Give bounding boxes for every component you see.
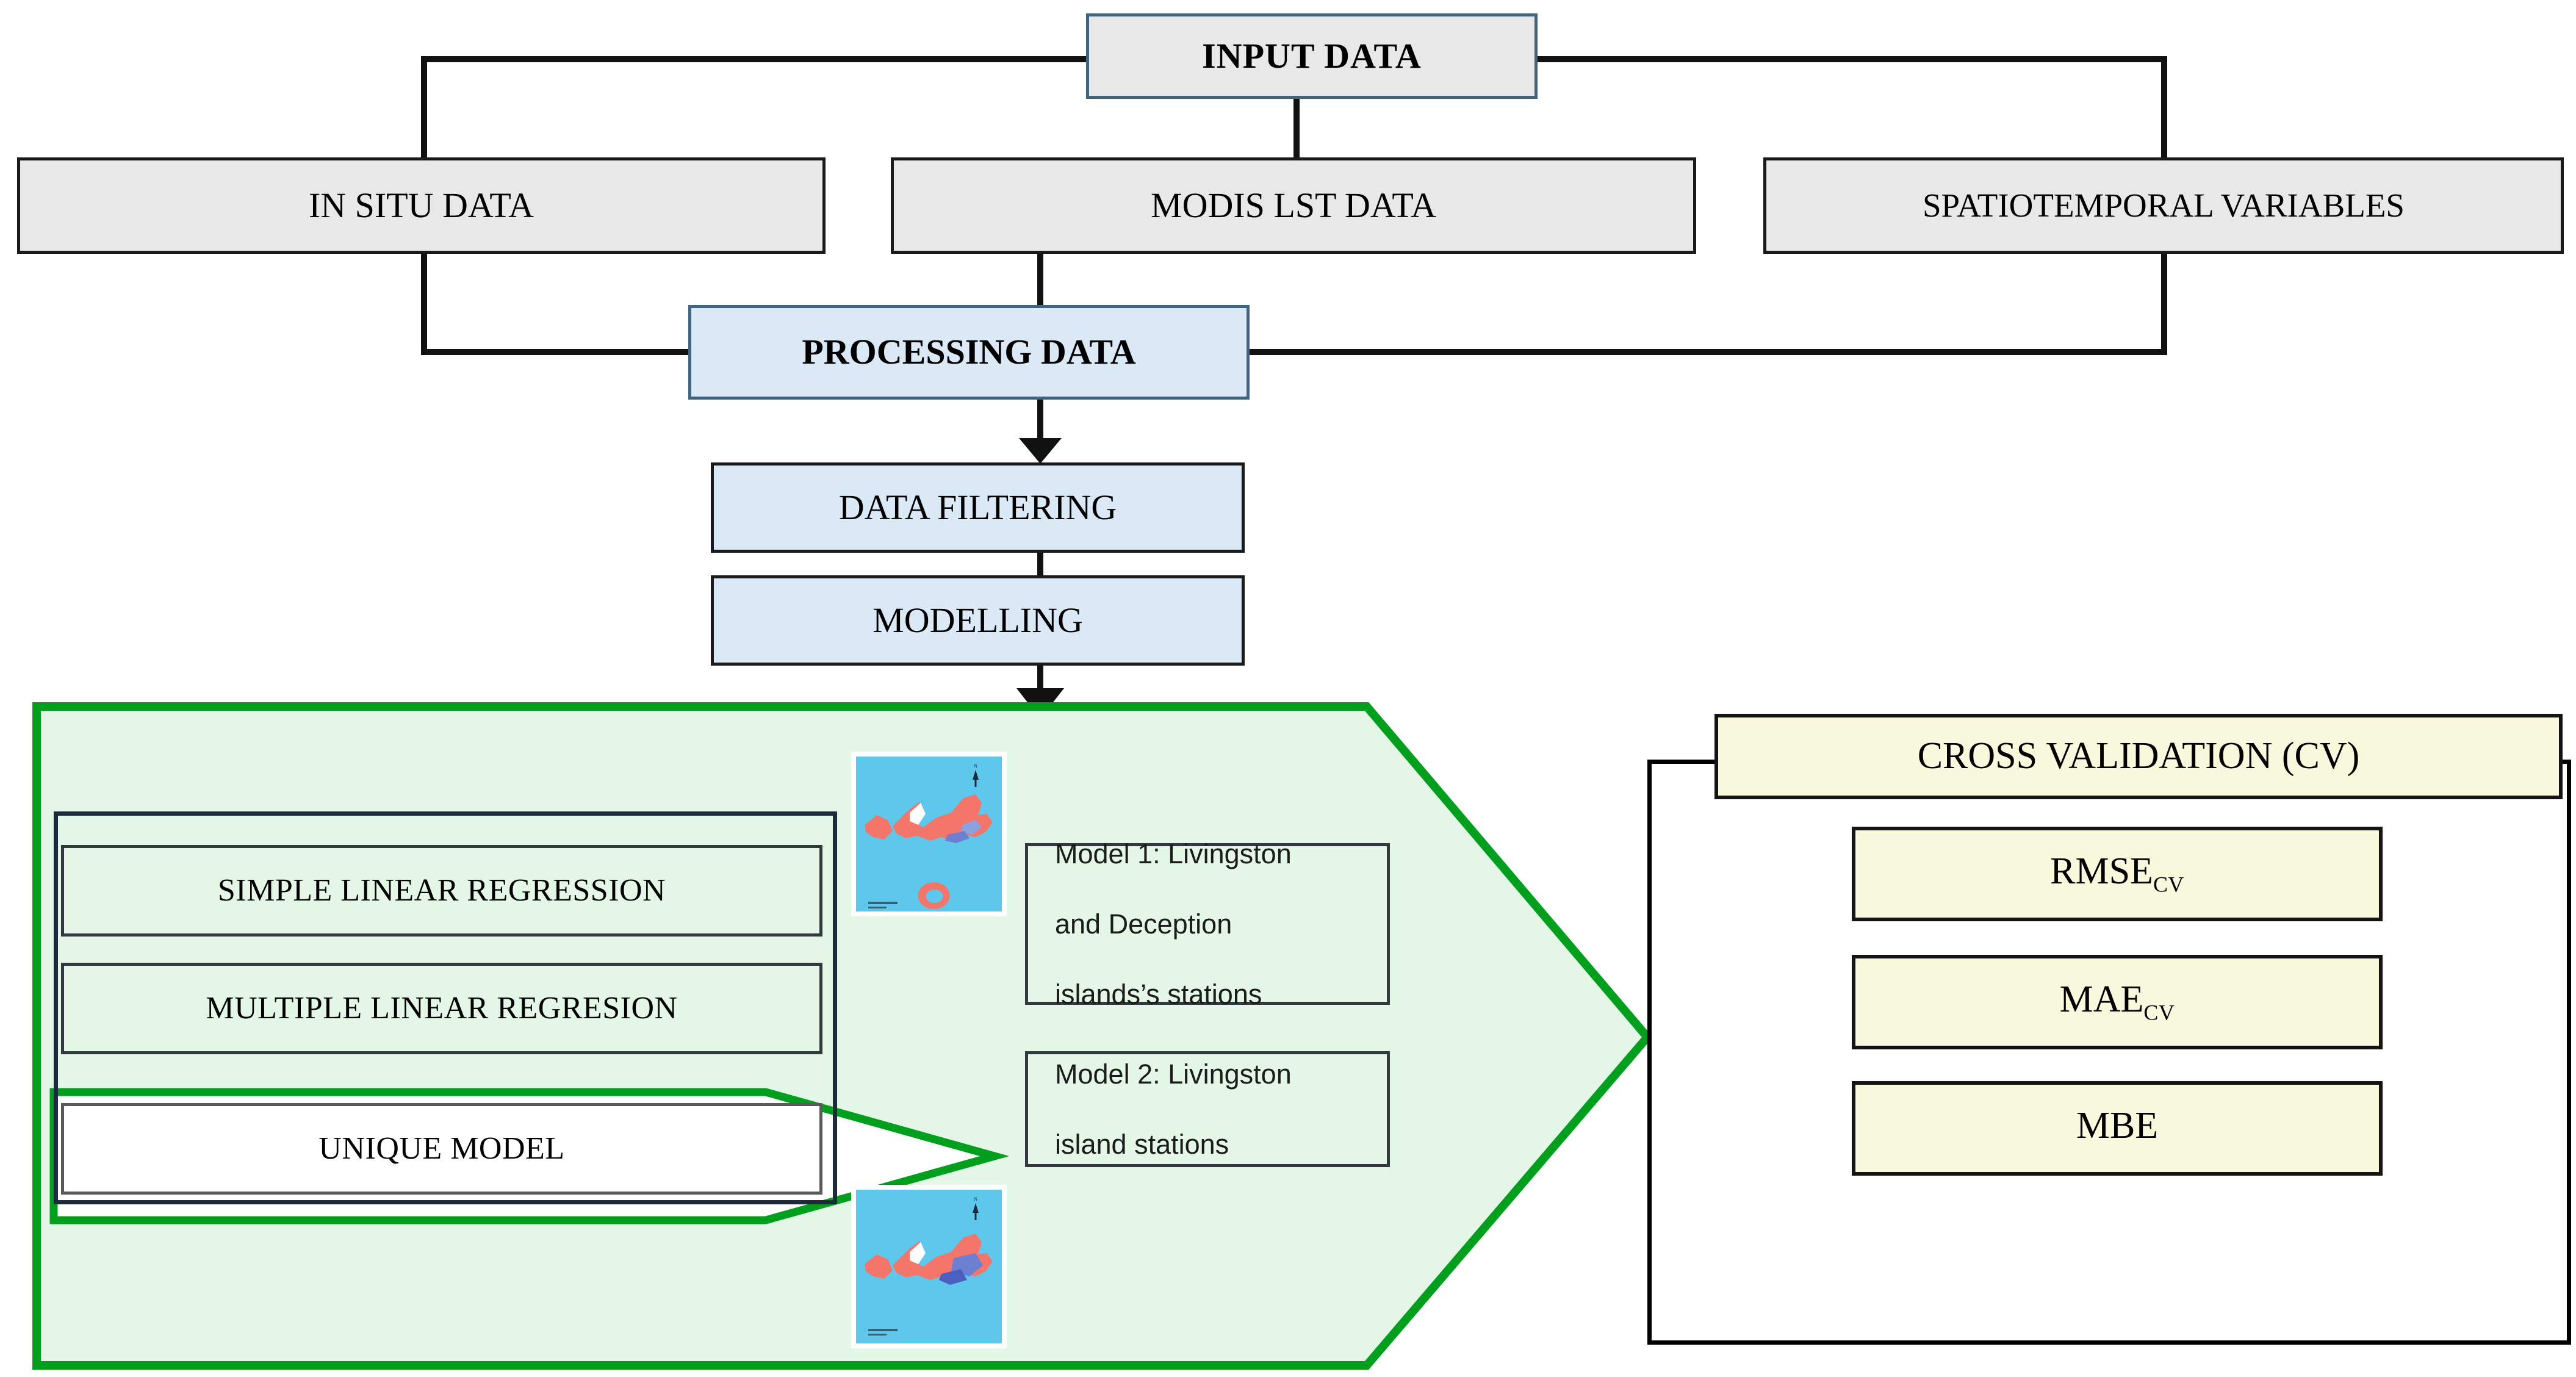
svg-text:N: N — [974, 763, 977, 769]
map-1-cool-zone — [961, 820, 982, 835]
connector-input-right-vertical — [2161, 56, 2167, 159]
model-methods-container — [54, 811, 837, 1204]
data-filtering-label: DATA FILTERING — [838, 487, 1117, 527]
model-1-description-text: Model 1: Livingston and Deception island… — [1055, 838, 1292, 1010]
connector-modelling-to-models — [1037, 665, 1043, 703]
map-2-north-arrow: N — [973, 1196, 979, 1220]
connector-processing-to-filtering — [1037, 400, 1043, 448]
map-1-scale-bar — [868, 902, 898, 908]
modelling-label: MODELLING — [872, 600, 1083, 640]
map-1-north-arrow: N — [973, 763, 979, 787]
model-2-description-box[interactable]: Model 2: Livingston island stations — [1025, 1051, 1390, 1167]
in-situ-data-box[interactable]: IN SITU DATA — [17, 157, 826, 254]
connector-input-right-horizontal — [1525, 56, 2167, 62]
multiple-linear-regresion-label: MULTIPLE LINEAR REGRESION — [206, 990, 678, 1026]
mbe-box[interactable]: MBE — [1852, 1081, 2383, 1176]
in-situ-data-label: IN SITU DATA — [308, 185, 534, 225]
connector-modis-to-processing — [1037, 253, 1043, 344]
multiple-linear-regresion-box[interactable]: MULTIPLE LINEAR REGRESION — [61, 963, 822, 1054]
mae-cv-box[interactable]: MAECV — [1852, 955, 2383, 1049]
unique-model-label: UNIQUE MODEL — [318, 1131, 565, 1166]
map-1-landmass-west — [865, 815, 893, 840]
spatiotemporal-variables-label: SPATIOTEMPORAL VARIABLES — [1922, 187, 2405, 225]
model-2-description-text: Model 2: Livingston island stations — [1055, 1058, 1292, 1160]
connector-input-left-vertical — [421, 56, 427, 159]
cross-validation-header-label: CROSS VALIDATION (CV) — [1917, 735, 2360, 777]
spatiotemporal-variables-box[interactable]: SPATIOTEMPORAL VARIABLES — [1763, 157, 2564, 254]
livingston-island-map: N — [851, 1185, 1007, 1348]
connector-spatiotemporal-down — [2161, 253, 2167, 354]
connector-input-left-horizontal — [421, 56, 1086, 62]
rmse-cv-label: RMSECV — [2050, 850, 2184, 897]
processing-data-box[interactable]: PROCESSING DATA — [688, 305, 1250, 400]
modis-lst-data-box[interactable]: MODIS LST DATA — [891, 157, 1696, 254]
arrowhead-filtering — [1019, 438, 1062, 464]
livingston-and-deception-islands-map: N — [851, 752, 1007, 916]
map-1-svg: N — [856, 757, 1002, 911]
mbe-label: MBE — [2076, 1104, 2159, 1146]
simple-linear-regression-label: SIMPLE LINEAR REGRESSION — [217, 872, 666, 908]
connector-filtering-to-modelling — [1037, 552, 1043, 577]
map-1-cool-zone-2 — [945, 831, 970, 843]
rmse-cv-box[interactable]: RMSECV — [1852, 827, 2383, 921]
map-2-svg: N — [856, 1190, 1002, 1343]
svg-text:N: N — [974, 1196, 977, 1202]
input-data-label: INPUT DATA — [1202, 35, 1422, 76]
mae-cv-label: MAECV — [2059, 978, 2175, 1025]
simple-linear-regression-box[interactable]: SIMPLE LINEAR REGRESSION — [61, 845, 822, 937]
modelling-box[interactable]: MODELLING — [711, 575, 1245, 666]
connector-insitu-down — [421, 253, 427, 354]
connector-input-to-modis — [1293, 98, 1300, 159]
map-2-landmass-west — [865, 1254, 893, 1279]
map-2-cool-zone-2 — [939, 1269, 967, 1285]
map-1-snow-patch — [910, 803, 926, 825]
map-1-deception-island-ring — [918, 882, 950, 909]
map-2-scale-bar — [868, 1329, 898, 1336]
input-data-box[interactable]: INPUT DATA — [1086, 13, 1538, 99]
modis-lst-data-label: MODIS LST DATA — [1151, 185, 1436, 225]
unique-model-box[interactable]: UNIQUE MODEL — [61, 1103, 822, 1195]
connector-insitu-to-processing — [421, 349, 689, 355]
connector-spatiotemporal-to-processing — [1250, 349, 2167, 355]
model-1-description-box[interactable]: Model 1: Livingston and Deception island… — [1025, 838, 1390, 1010]
processing-data-label: PROCESSING DATA — [802, 332, 1136, 372]
map-2-snow-patch — [910, 1242, 926, 1264]
cross-validation-header-box[interactable]: CROSS VALIDATION (CV) — [1714, 714, 2563, 799]
data-filtering-box[interactable]: DATA FILTERING — [711, 462, 1245, 553]
